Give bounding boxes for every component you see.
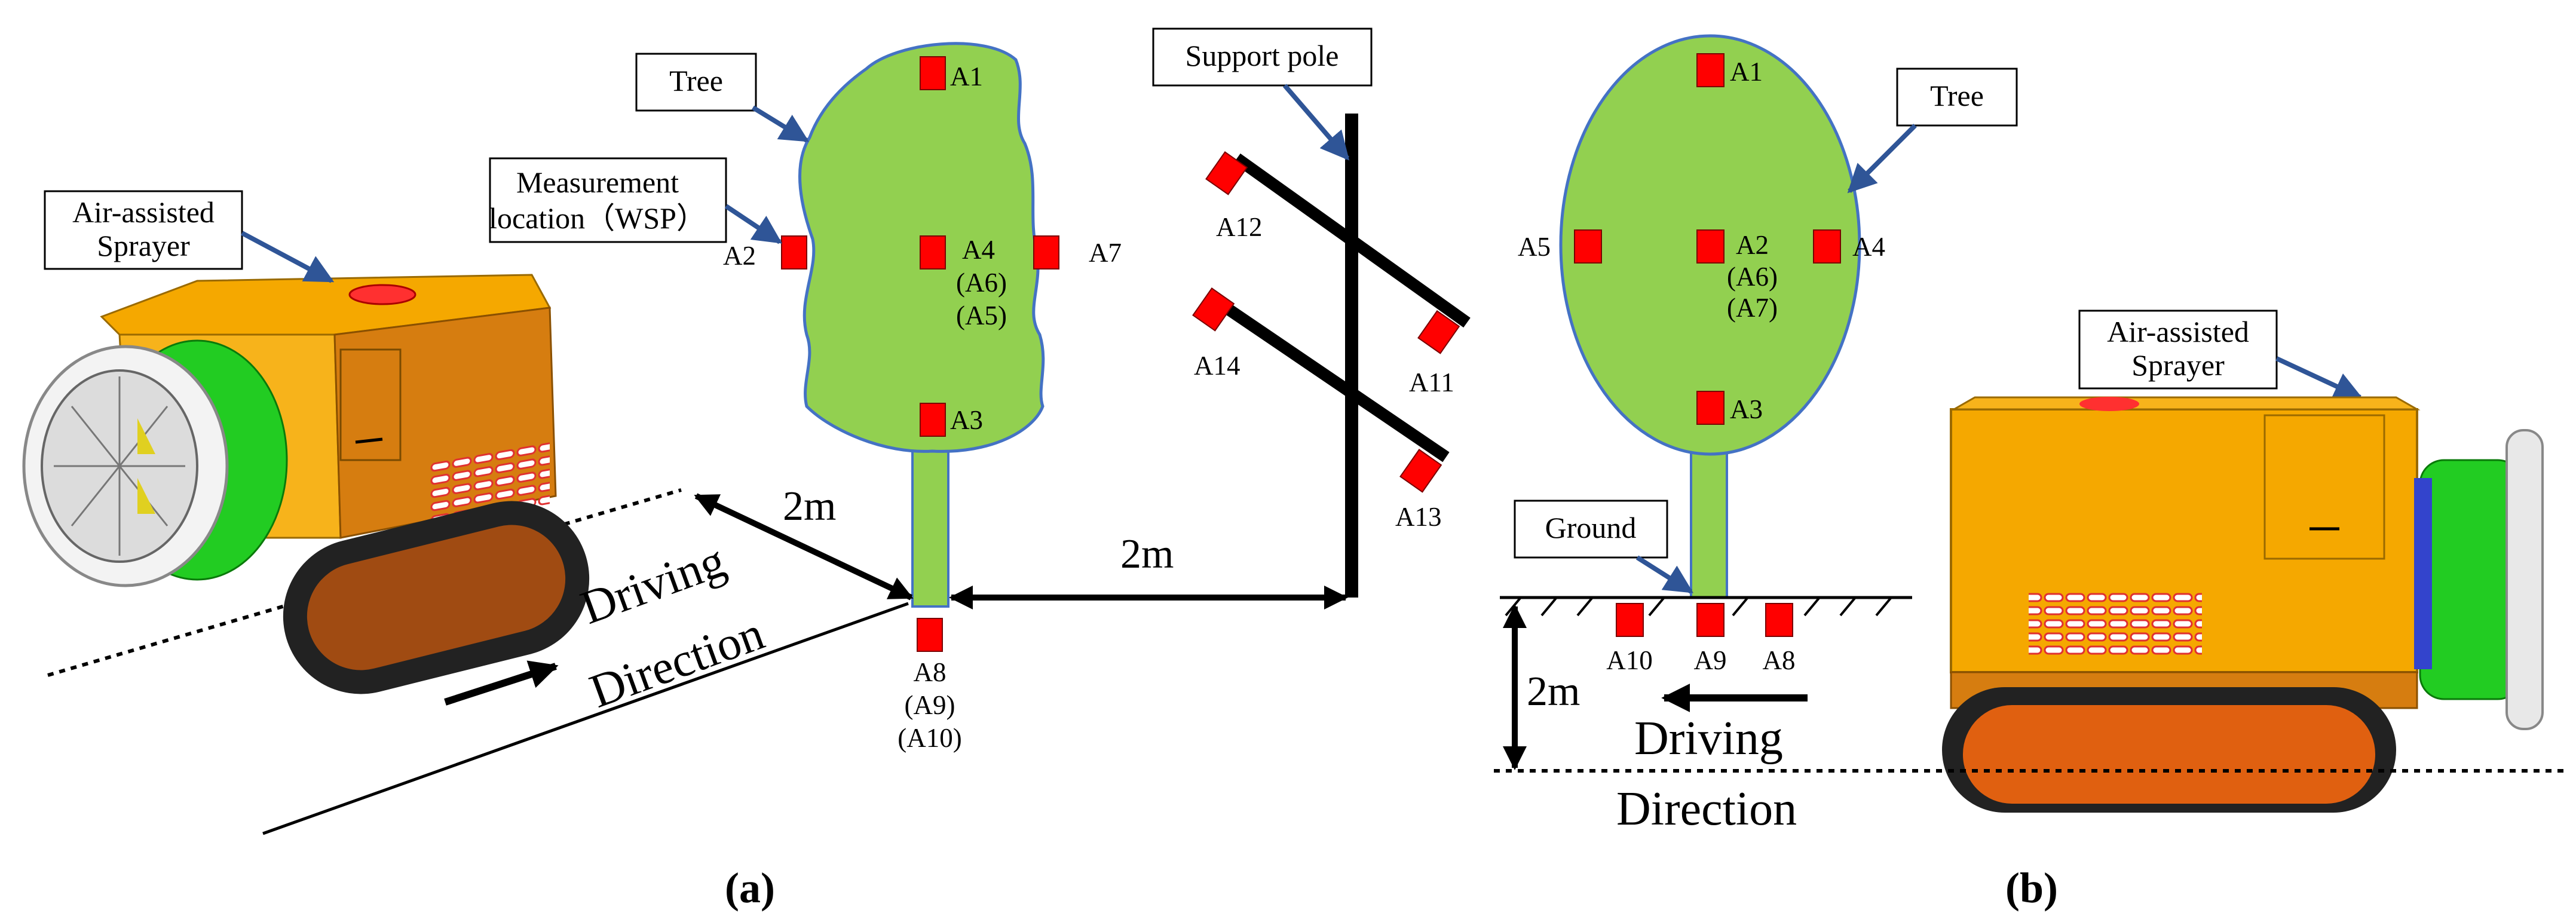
marker-b-a8 [1765, 603, 1793, 637]
marker-b-a5 [1574, 229, 1602, 264]
tank-cap [348, 284, 416, 305]
callout-arrow-support-pole [1282, 84, 1350, 161]
callout-box-tree-b [1896, 68, 2018, 127]
marker-a4 [920, 235, 946, 269]
marker-a14 [1192, 287, 1235, 332]
label-a-a7: A7 [1089, 238, 1122, 268]
callout-sprayer-b-line2: Sprayer [2131, 348, 2225, 382]
label-b-a2: A2 [1736, 230, 1769, 260]
driving-label-b: Driving [1634, 712, 1783, 765]
callout-arrow-tree-a [751, 105, 810, 143]
tree-trunk-b [1690, 438, 1728, 599]
marker-b-a3 [1696, 391, 1725, 425]
callout-sprayer-b-line1: Air-assisted [2107, 315, 2249, 348]
distance-arrow-tree-to-sprayer [694, 493, 914, 601]
panel-b: A1 A5 A2 (A6) (A7) A4 A3 A10 A9 A8 Tree … [1494, 34, 2563, 912]
callout-box-support-pole [1152, 27, 1373, 87]
callout-sprayer-a-line1: Air-assisted [72, 195, 215, 229]
callout-measurement-line2: location（WSP） [489, 201, 706, 235]
label-a-a3: A3 [950, 405, 983, 435]
callout-box-sprayer-a [44, 190, 243, 270]
label-a-a5: (A5) [956, 301, 1007, 330]
label-b-a4: A4 [1852, 232, 1885, 262]
distance-label-right: 2m [1120, 531, 1174, 577]
marker-a8 [917, 618, 943, 652]
sprayer-illustration-b [1942, 396, 2544, 813]
label-a-a1: A1 [950, 62, 983, 91]
sprayer-illustration-a [22, 274, 682, 694]
label-b-a5: A5 [1518, 232, 1551, 262]
label-a-a6: (A6) [956, 268, 1007, 298]
label-a-a12: A12 [1216, 212, 1263, 242]
caption-b: (b) [2005, 864, 2058, 912]
marker-a3 [920, 403, 946, 437]
distance-label-left: 2m [783, 483, 836, 529]
label-a-a11: A11 [1409, 367, 1454, 397]
callout-tree-b: Tree [1930, 79, 1984, 112]
callout-arrow-sprayer-b [2275, 356, 2363, 400]
callout-arrow-measurement [724, 204, 782, 244]
caption-a: (a) [725, 864, 775, 912]
marker-b-a4 [1813, 229, 1841, 264]
label-b-a8: A8 [1763, 645, 1796, 675]
sprayer-b-vent-grille [2029, 592, 2202, 657]
marker-a12 [1205, 151, 1248, 195]
label-b-a10: A10 [1606, 645, 1653, 675]
label-a-a4: A4 [962, 235, 995, 265]
ground-reference-line [47, 488, 682, 677]
label-a-a9: (A9) [905, 690, 955, 720]
marker-a2 [781, 235, 807, 269]
marker-a11 [1417, 310, 1460, 354]
callout-arrow-ground [1635, 555, 1694, 594]
marker-b-a2 [1696, 229, 1725, 264]
direction-label-b: Direction [1616, 783, 1797, 835]
callout-support-pole: Support pole [1186, 39, 1339, 72]
label-b-a3: A3 [1730, 394, 1763, 424]
driving-arrow-a [444, 660, 559, 706]
marker-a13 [1399, 449, 1442, 493]
callout-box-sprayer-b [2078, 310, 2278, 390]
sprayer-b-top [1950, 396, 2421, 411]
label-a-a10: (A10) [898, 723, 961, 753]
callout-box-measurement [489, 157, 727, 243]
label-b-a7: (A7) [1727, 293, 1778, 323]
sprayer-panel [339, 348, 402, 461]
callout-arrow-sprayer-a [241, 231, 335, 283]
label-b-a1: A1 [1730, 57, 1763, 87]
callout-arrow-tree-b [1847, 124, 1917, 194]
sprayer-b-panel [2263, 414, 2385, 560]
tree-trunk-a [911, 450, 949, 608]
callout-sprayer-a-line2: Sprayer [97, 229, 190, 262]
panel-a: Air-assisted Sprayer A1 A2 A4 (A6) (A5) … [22, 27, 1471, 912]
pole-arm-upper [1233, 153, 1471, 328]
callout-tree-a: Tree [669, 64, 723, 97]
callout-measurement-line1: Measurement [516, 166, 679, 199]
marker-a7 [1033, 235, 1059, 269]
label-a-a14: A14 [1194, 351, 1240, 381]
label-b-a6: (A6) [1727, 262, 1778, 292]
callout-ground: Ground [1545, 511, 1637, 544]
callout-box-ground [1514, 500, 1668, 559]
height-label-b: 2m [1527, 669, 1580, 715]
marker-b-a10 [1616, 603, 1644, 637]
fan-ring-b [2505, 429, 2544, 730]
callout-box-tree-a [635, 53, 757, 112]
label-a-a13: A13 [1395, 502, 1442, 532]
label-b-a9: A9 [1694, 645, 1727, 675]
marker-b-a1 [1696, 53, 1725, 87]
pole-arm-lower [1209, 293, 1450, 462]
driving-label-a: Driving [574, 534, 732, 635]
label-a-a2: A2 [723, 241, 756, 271]
marker-a1 [920, 56, 946, 90]
label-a-a8: A8 [914, 657, 947, 687]
marker-b-a9 [1696, 603, 1725, 637]
ground-line-a [262, 602, 909, 835]
